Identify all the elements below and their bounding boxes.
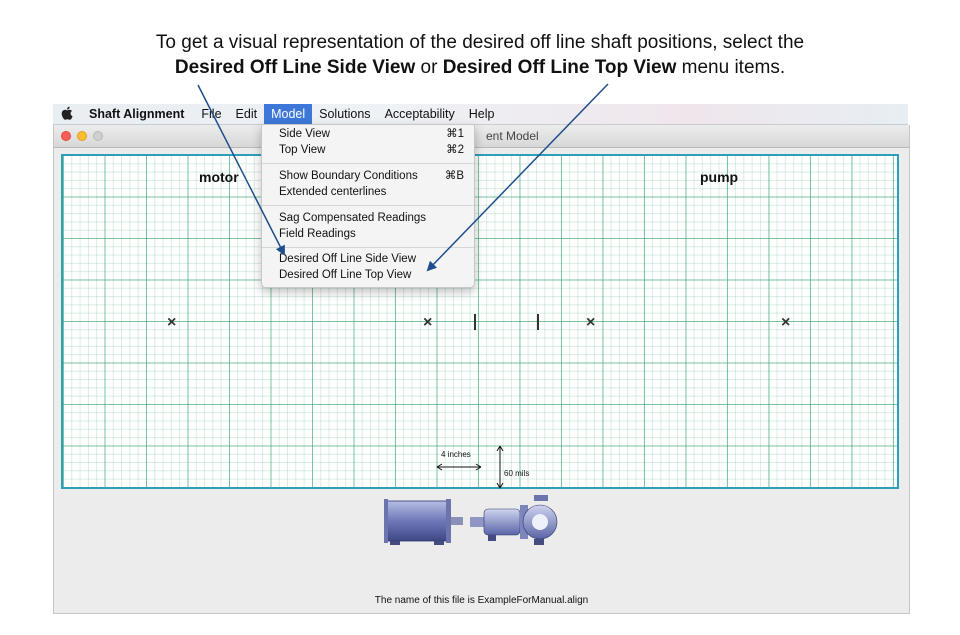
menu-bar: Shaft Alignment File Edit Model Solution…: [53, 104, 908, 125]
model-dropdown-menu: Side View ⌘1 Top View ⌘2 Show Boundary C…: [261, 124, 475, 288]
pump-foot-marker-2: ×: [781, 314, 791, 331]
scale-vertical-label: 60 mils: [504, 469, 530, 478]
menu-item-desired-top-view[interactable]: Desired Off Line Top View: [279, 267, 464, 283]
machine-illustration: [384, 495, 558, 545]
menu-item-desired-side-view[interactable]: Desired Off Line Side View: [279, 251, 464, 267]
menu-help[interactable]: Help: [468, 107, 495, 121]
menu-item-field-readings[interactable]: Field Readings: [279, 226, 464, 242]
minimize-button[interactable]: [77, 131, 87, 141]
menu-separator-3: [262, 247, 474, 248]
caption-line-2: Desired Off Line Side View or Desired Of…: [0, 55, 960, 80]
menu-app-name[interactable]: Shaft Alignment: [89, 107, 185, 121]
show-boundary-shortcut: ⌘B: [444, 170, 464, 182]
motor-image: [384, 499, 463, 545]
menu-acceptability[interactable]: Acceptability: [384, 107, 455, 121]
pump-image: [470, 495, 558, 545]
extended-centerlines-label: Extended centerlines: [279, 186, 387, 198]
coupling-right-line: [537, 314, 539, 330]
alignment-grid[interactable]: motor pump × × × × 4 inches 60 mils: [61, 154, 899, 489]
model-window: ent Model motor pump × × × × 4 inches 60…: [53, 125, 910, 614]
menu-item-side-view[interactable]: Side View ⌘1: [279, 126, 464, 142]
desired-top-view-label: Desired Off Line Top View: [279, 269, 412, 281]
top-view-shortcut: ⌘2: [446, 144, 464, 156]
caption-bold-top: Desired Off Line Top View: [442, 57, 677, 78]
pump-label: pump: [700, 169, 739, 185]
side-view-label: Side View: [279, 128, 330, 140]
menu-item-sag-compensated[interactable]: Sag Compensated Readings: [279, 210, 464, 226]
caption-tail: menu items.: [676, 57, 786, 78]
caption-line-1: To get a visual representation of the de…: [155, 32, 805, 53]
menu-edit[interactable]: Edit: [235, 107, 258, 121]
scale-arrows: [436, 445, 504, 489]
instruction-caption: To get a visual representation of the de…: [0, 30, 960, 80]
menu-file[interactable]: File: [201, 107, 222, 121]
menu-item-top-view[interactable]: Top View ⌘2: [279, 142, 464, 158]
menu-separator-2: [262, 205, 474, 206]
close-button[interactable]: [61, 131, 71, 141]
sag-compensated-label: Sag Compensated Readings: [279, 212, 427, 224]
desired-side-view-label: Desired Off Line Side View: [279, 253, 417, 265]
menu-item-extended-centerlines[interactable]: Extended centerlines: [279, 184, 464, 200]
apple-logo: [61, 106, 73, 120]
motor-foot-marker-1: ×: [167, 314, 177, 331]
arrow-to-desired-side-view: [197, 84, 285, 256]
side-view-shortcut: ⌘1: [446, 128, 464, 140]
menu-model[interactable]: Model: [264, 104, 313, 124]
zoom-button[interactable]: [93, 131, 103, 141]
motor-foot-marker-2: ×: [423, 314, 433, 331]
field-readings-label: Field Readings: [279, 228, 356, 240]
motor-label: motor: [199, 169, 239, 185]
coupling-left-line: [474, 314, 476, 330]
show-boundary-label: Show Boundary Conditions: [279, 170, 418, 182]
window-title: ent Model: [486, 129, 539, 143]
caption-bold-side: Desired Off Line Side View: [174, 57, 416, 78]
top-view-label: Top View: [279, 144, 326, 156]
menu-solutions[interactable]: Solutions: [319, 107, 371, 121]
menu-item-show-boundary[interactable]: Show Boundary Conditions ⌘B: [279, 168, 464, 184]
arrow-to-desired-top-view: [426, 83, 609, 272]
caption-or: or: [415, 57, 443, 78]
scale-horizontal-label: 4 inches: [441, 450, 471, 459]
pump-foot-marker-1: ×: [586, 314, 596, 331]
apple-icon[interactable]: [53, 106, 81, 123]
file-name-label: The name of this file is ExampleForManua…: [374, 595, 589, 606]
menu-separator-1: [262, 163, 474, 164]
